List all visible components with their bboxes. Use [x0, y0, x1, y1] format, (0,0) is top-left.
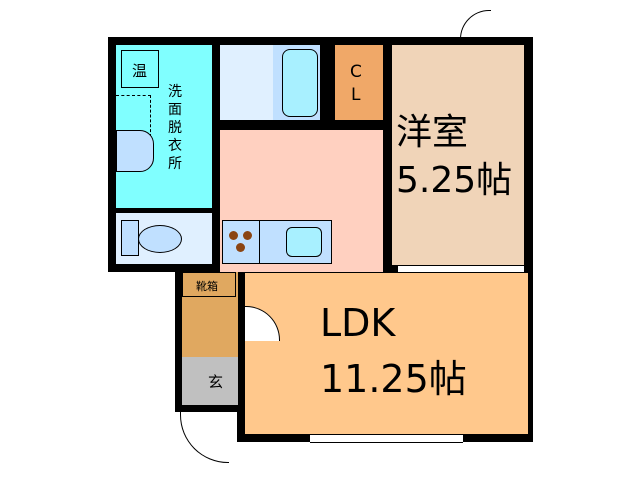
bathtub [282, 49, 318, 117]
closet-label-c: C [350, 62, 362, 82]
burner-icon [236, 243, 245, 252]
shoe-box-label: 靴箱 [196, 280, 218, 293]
closet-label-l: L [351, 85, 361, 105]
washroom: 温 洗面脱衣所 [116, 45, 212, 208]
window-ldk-bottom[interactable] [310, 434, 463, 443]
water-heater: 温 [121, 50, 159, 88]
balcony-door[interactable] [460, 10, 491, 39]
entrance: 玄 [182, 357, 238, 405]
ldk-room: LDK 11.25帖 [245, 273, 528, 434]
sink [259, 220, 332, 264]
burner-icon [229, 231, 238, 240]
toilet-room [116, 213, 212, 264]
entrance-label: 玄 [208, 373, 224, 391]
closet: C L [335, 45, 383, 120]
washroom-label: 洗面脱衣所 [168, 84, 182, 172]
ldk-size: 11.25帖 [320, 357, 467, 401]
shoe-box-label-box: 靴箱 [182, 272, 236, 297]
toilet-tank [121, 220, 139, 256]
window-western[interactable] [398, 265, 524, 273]
shoe-box: 靴箱 [182, 272, 238, 360]
western-room-name: 洋室 [396, 112, 469, 153]
washbasin [116, 130, 154, 172]
ldk-name: LDK [320, 301, 396, 345]
stove [222, 220, 260, 264]
toilet-bowl [138, 225, 182, 253]
kitchen [220, 130, 383, 272]
sink-basin [286, 227, 322, 257]
entrance-door[interactable] [180, 412, 229, 463]
western-room: 洋室 5.25帖 [392, 45, 524, 265]
door-swing [245, 306, 280, 341]
water-heater-label: 温 [132, 62, 148, 80]
bathroom [220, 45, 320, 120]
western-room-size: 5.25帖 [396, 160, 513, 201]
burner-icon [243, 231, 252, 240]
